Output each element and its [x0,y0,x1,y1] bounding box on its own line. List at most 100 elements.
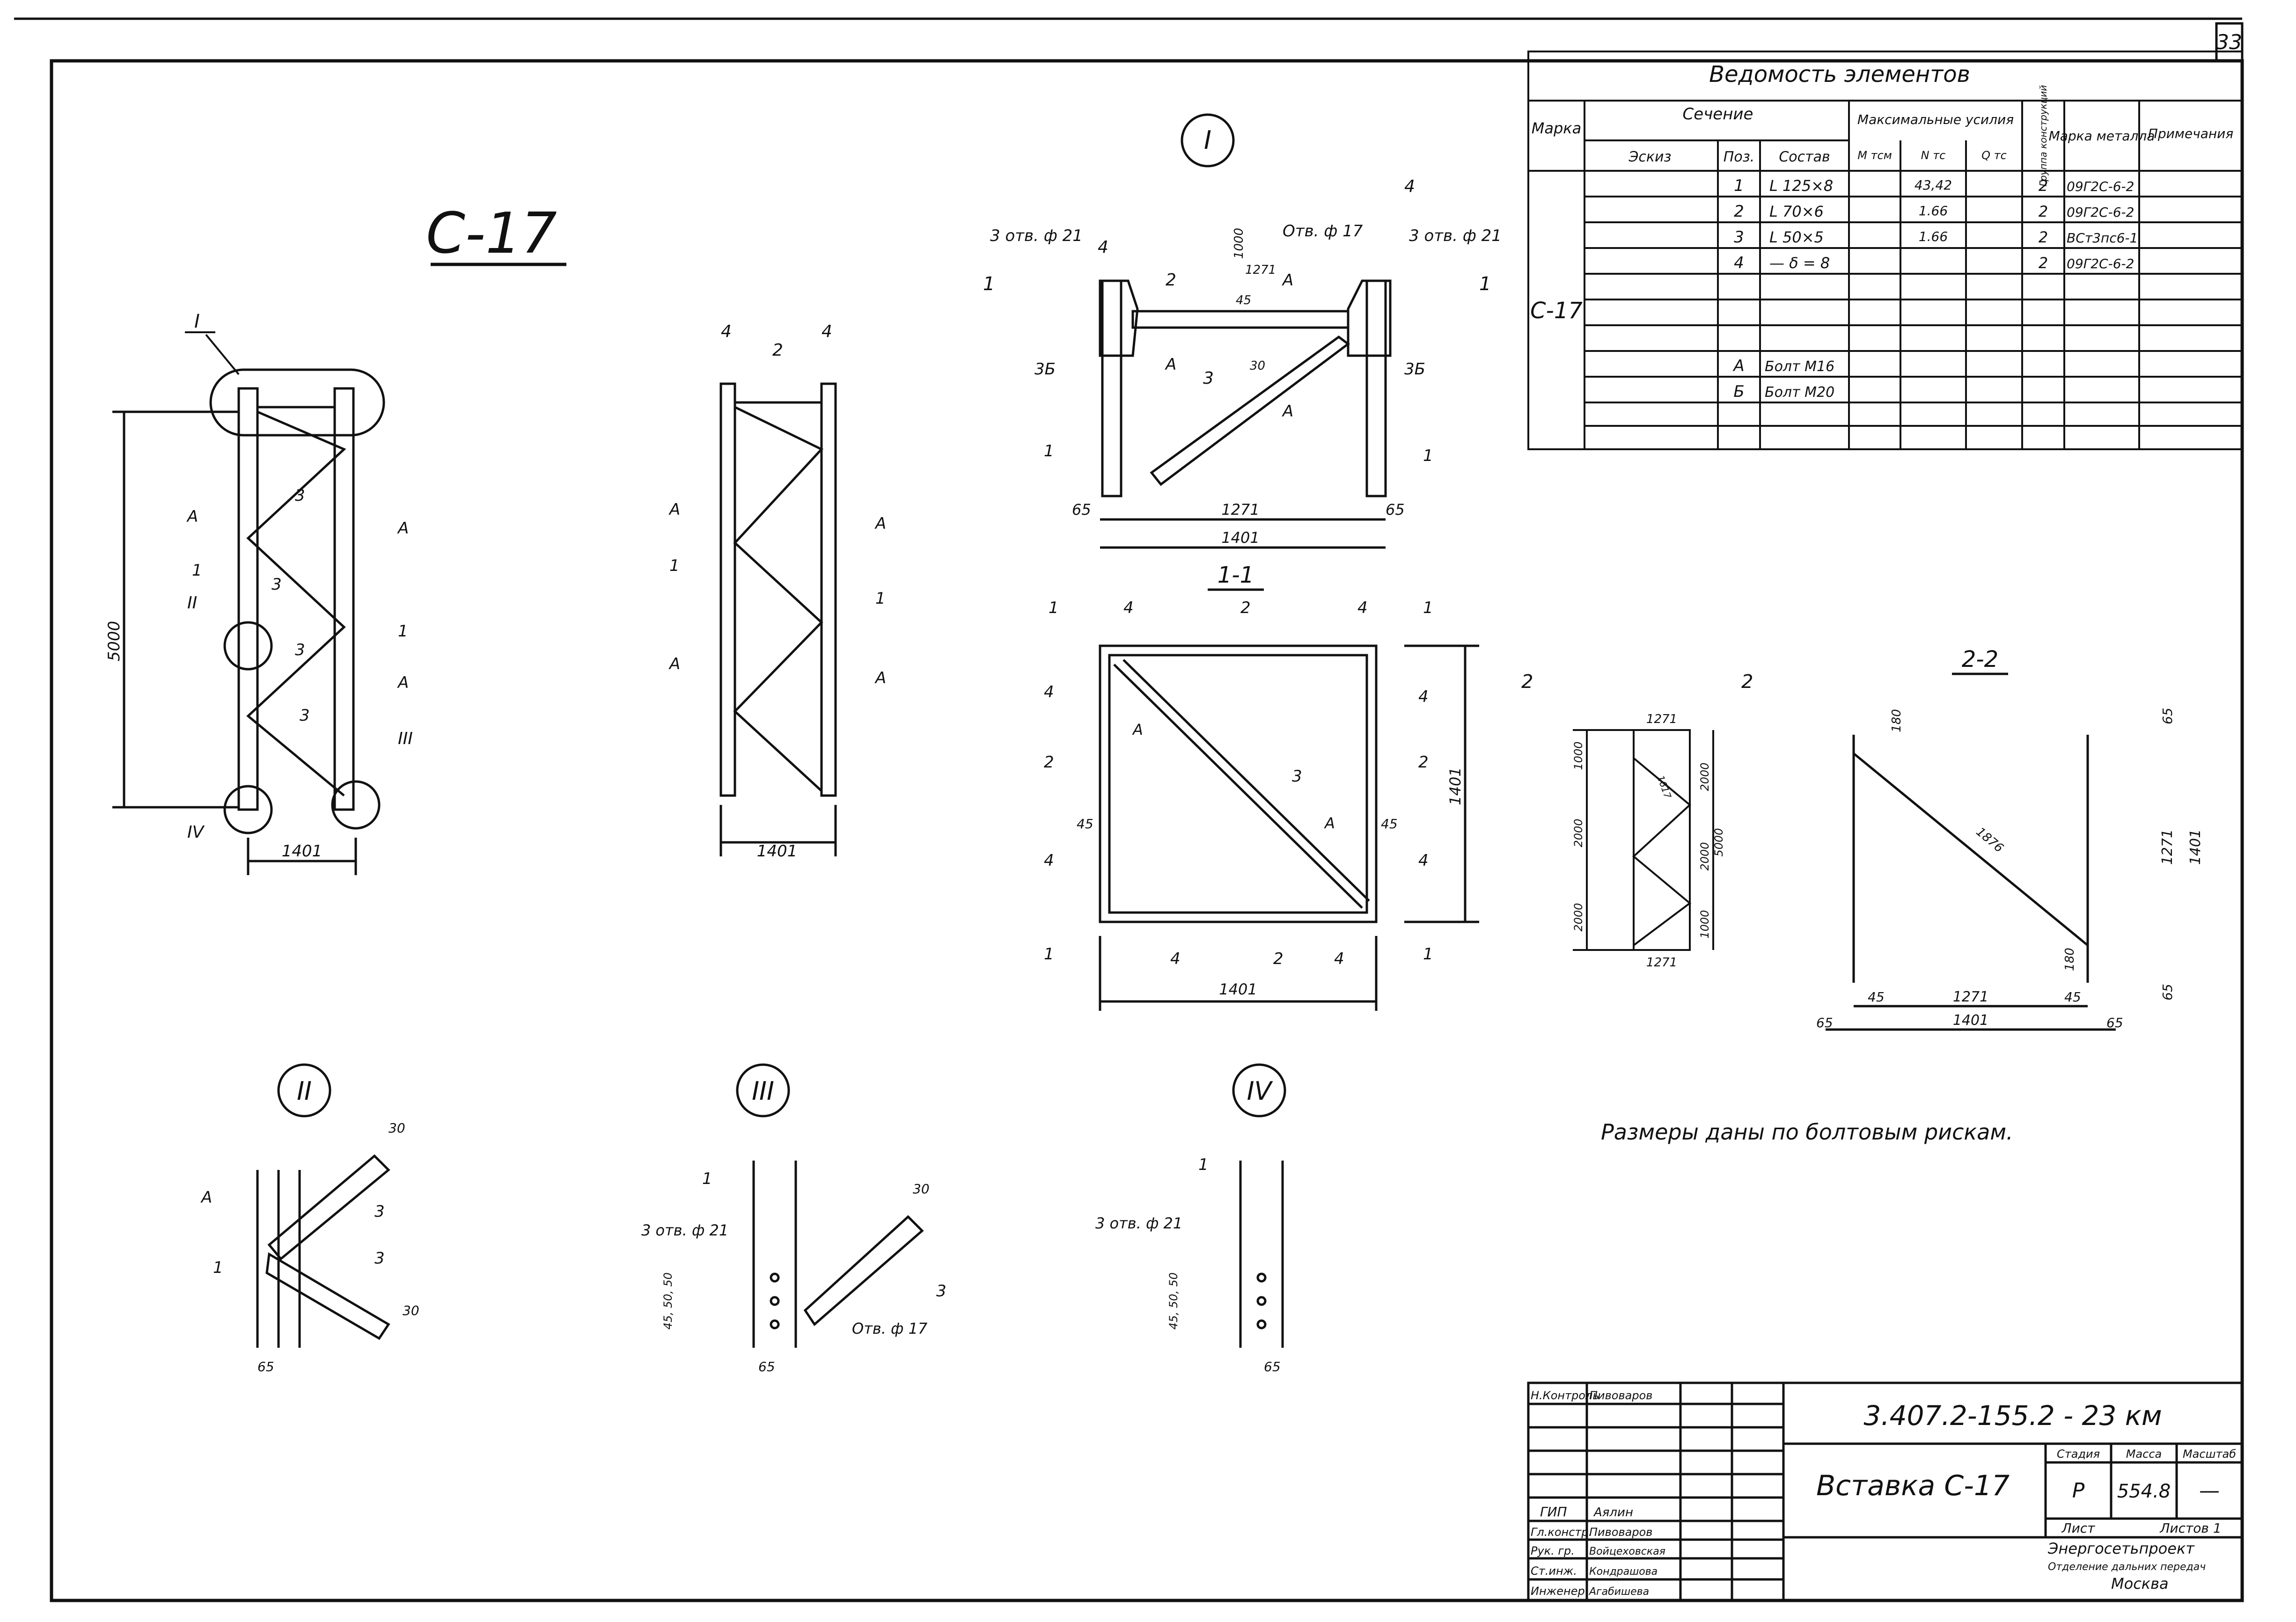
label-2: 2 [772,341,783,360]
label-4: 4 [1334,950,1344,968]
spec-row: 2 L 70×6 1.66 2 09Г2С-6-2 [1734,202,2134,221]
dim-45: 45 [1868,989,1885,1005]
stamp-role: Инженер [1531,1585,1585,1598]
view-I-title: I [1204,125,1211,155]
label-3B: 3Б [1034,360,1056,379]
label-2: 2 [1273,950,1284,968]
dim-1000: 1000 [1232,228,1246,259]
stamp-role: Ст.инж. [1531,1564,1577,1578]
dim-45: 45 [1236,293,1251,307]
label-3: 3 [936,1282,946,1301]
holes-21-label: 3 отв. ф 21 [641,1221,728,1239]
spec-table [1527,51,2243,450]
dim-65: 65 [1264,1359,1281,1374]
label-4: 4 [1357,599,1368,617]
dim-65: 65 [257,1359,274,1374]
spec-h-mark: Марка [1532,119,1581,137]
svg-text:А: А [1732,357,1744,375]
label-A: А [874,514,886,533]
stamp-role: Н.Контроль [1531,1389,1599,1402]
dim-1271: 1271 [1221,501,1259,519]
stamp-name: Пивоваров [1589,1526,1652,1539]
svg-text:2: 2 [2039,254,2048,272]
cut-1-label: 1 [1479,273,1491,295]
dim-1401: 1401 [1221,529,1259,547]
dim-1271-small: 1271 [1245,263,1276,277]
label-1: 1 [875,589,886,608]
label-1: 1 [1049,599,1059,617]
label-A: А [874,669,886,687]
dim-2000: 2000 [1572,818,1585,847]
elevation-second [719,382,837,856]
dim-1401-second: 1401 [757,842,798,861]
label-2: 2 [1044,753,1054,772]
svg-text:2: 2 [2039,228,2048,246]
stamp-role: Гл.констр. [1531,1526,1592,1539]
label-2: 2 [1166,270,1176,290]
dim-1876: 1876 [1973,825,2006,855]
svg-text:Б: Б [1733,382,1744,401]
dim-65: 65 [2160,708,2175,724]
svg-text:L 70×6: L 70×6 [1769,203,1824,220]
dims-45-50-50: 45, 50, 50 [1167,1272,1180,1330]
stamp-sheet: Лист [2061,1520,2096,1536]
detail-III [736,1063,924,1348]
label-A: А [397,673,409,692]
stamp-org: Энергосетьпроект [2047,1540,2195,1557]
dim-65: 65 [1386,501,1405,519]
mark-title: С-17 [426,201,566,266]
label-2: 2 [1240,599,1251,617]
view-IV-marker: IV [187,823,205,842]
label-3: 3 [300,706,310,725]
title-block [1527,1381,2244,1602]
label-1: 1 [1198,1155,1209,1174]
label-1: 1 [669,556,680,575]
dim-1401-main: 1401 [282,842,323,861]
stamp-h-stage: Стадия [2057,1447,2100,1461]
stamp-name: Кондрашова [1589,1566,1658,1578]
spec-h-comp: Состав [1779,149,1830,165]
dim-5000: 5000 [1712,828,1725,856]
dim-1617: 1617 [1655,774,1673,800]
spec-h-note: Примечания [2148,126,2233,141]
sheet-frame: 33 [14,17,2244,1602]
dim-65: 65 [1816,1015,1833,1030]
label-A: А [668,655,680,673]
dim-5000: 5000 [105,621,124,662]
spec-title: Ведомость элементов [1709,61,1970,88]
label-1: 1 [1423,945,1433,964]
label-3: 3 [1292,767,1302,786]
label-4: 4 [1123,599,1134,617]
dims-45-50-50: 45, 50, 50 [661,1272,675,1330]
label-3: 3 [295,641,305,659]
view-III-title: III [752,1076,774,1106]
spec-row: А Болт М16 [1732,357,1834,375]
label-3B: 3Б [1404,360,1425,379]
elevation-main [112,368,385,875]
view-III-marker: III [398,729,413,748]
dim-1401: 1401 [1446,767,1464,805]
dim-65: 65 [1072,501,1091,519]
cut-2-label: 2 [1741,671,1753,693]
dim-1271: 1271 [1953,989,1988,1005]
label-4: 4 [1170,950,1181,968]
label-1: 1 [702,1169,712,1188]
holes-21-label: 3 отв. ф 21 [1409,226,1502,245]
svg-text:2: 2 [1734,202,1744,221]
dim-30: 30 [403,1303,419,1318]
spec-row: 4 — δ = 8 2 09Г2С-6-2 [1734,254,2134,272]
section-2-2-title: 2-2 [1962,646,1998,672]
label-1: 1 [1423,599,1433,617]
label-2: 2 [1418,753,1429,772]
label-3: 3 [1203,369,1214,388]
stamp-code: 3.407.2-155.2 - 23 км [1863,1400,2162,1432]
stamp-name: Агабишева [1588,1586,1649,1598]
stamp-name: Пивоваров [1589,1389,1652,1402]
svg-text:09Г2С-6-2: 09Г2С-6-2 [2067,179,2134,194]
label-A: А [186,507,198,526]
stamp-org: Москва [2111,1575,2169,1593]
svg-text:2: 2 [2039,203,2048,220]
sheet-number: 33 [2216,30,2242,54]
holes-21-label: 3 отв. ф 21 [1095,1214,1182,1232]
dim-1271: 1271 [1646,956,1677,970]
